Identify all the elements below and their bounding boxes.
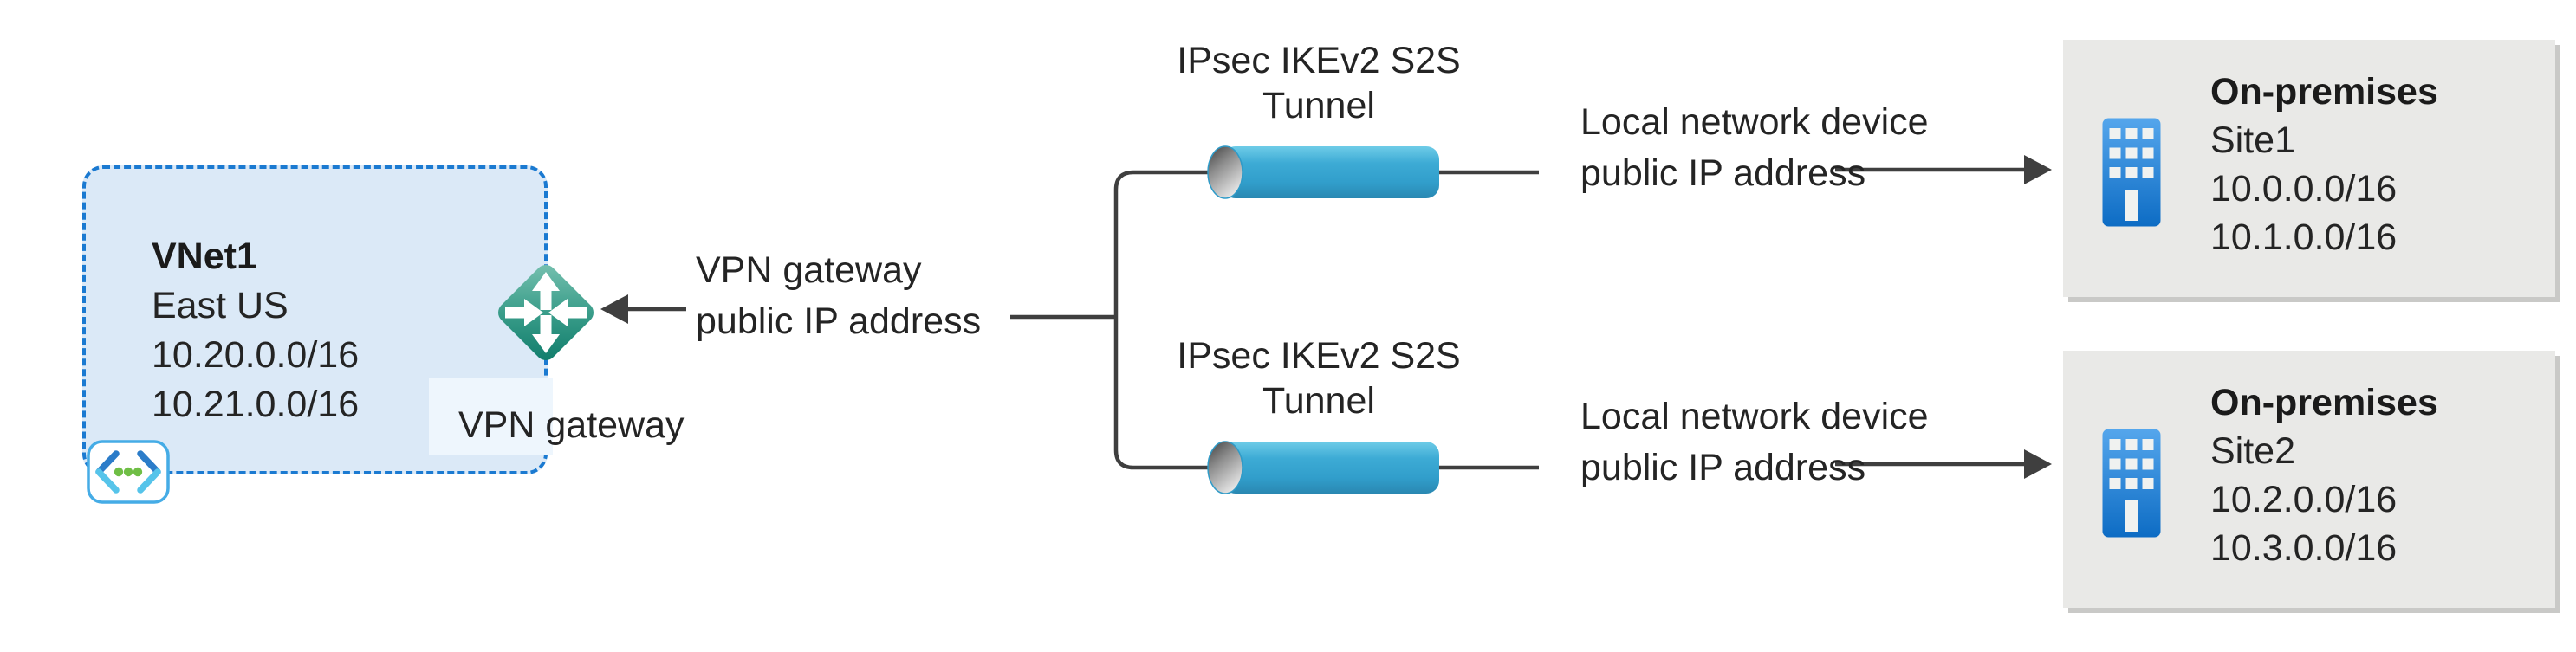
- vnet-prefix-2: 10.21.0.0/16: [152, 384, 360, 425]
- site1-title: On-premises: [2210, 71, 2438, 113]
- tunnel1-label: IPsec IKEv2 S2S Tunnel: [1137, 38, 1501, 128]
- site2-name: Site2: [2210, 430, 2296, 472]
- vpn-gateway-icon: [498, 265, 594, 360]
- vnet-name: VNet1: [152, 236, 257, 277]
- tunnel2-label: IPsec IKEv2 S2S Tunnel: [1137, 333, 1501, 423]
- vnet-prefix-1: 10.20.0.0/16: [152, 334, 360, 376]
- arrowhead-to-site1: [2024, 155, 2052, 184]
- site2-info: On-premises Site2 10.2.0.0/16 10.3.0.0/1…: [2210, 378, 2438, 572]
- tunnel2-pipe-icon: [1207, 441, 1439, 494]
- vnet-region: East US: [152, 285, 289, 326]
- gateway-annotation-line2: public IP address: [696, 300, 982, 342]
- site2-device-annotation-line1: Local network device: [1580, 396, 1929, 437]
- site2-prefix-2: 10.3.0.0/16: [2210, 527, 2398, 569]
- gateway-annotation-line1: VPN gateway: [696, 249, 922, 291]
- site1-prefix-1: 10.0.0.0/16: [2210, 168, 2398, 210]
- site2-building-icon: [2102, 429, 2161, 538]
- site1-building-icon: [2102, 118, 2161, 227]
- vnet-info: VNet1 East US 10.20.0.0/16 10.21.0.0/16: [152, 232, 359, 429]
- site2-prefix-1: 10.2.0.0/16: [2210, 479, 2398, 520]
- arrowhead-to-site2: [2024, 449, 2052, 479]
- site1-device-annotation-line1: Local network device: [1580, 101, 1929, 143]
- tunnel2-label-line1: IPsec IKEv2 S2S: [1177, 335, 1461, 377]
- gateway-public-ip-annotation: VPN gateway public IP address: [696, 245, 981, 347]
- site2-device-annotation: Local network device public IP address: [1580, 391, 1929, 494]
- site2-title: On-premises: [2210, 382, 2438, 423]
- arrowhead-to-gateway: [600, 294, 628, 324]
- site1-device-annotation: Local network device public IP address: [1580, 97, 1929, 199]
- site1-name: Site1: [2210, 119, 2296, 161]
- tunnel1-pipe-icon: [1207, 145, 1439, 199]
- site2-device-annotation-line2: public IP address: [1580, 447, 1866, 488]
- virtual-network-icon: [87, 440, 170, 504]
- site1-device-annotation-line2: public IP address: [1580, 152, 1866, 194]
- tunnel2-label-line2: Tunnel: [1262, 380, 1375, 422]
- site1-info: On-premises Site1 10.0.0.0/16 10.1.0.0/1…: [2210, 68, 2438, 261]
- site1-prefix-2: 10.1.0.0/16: [2210, 216, 2398, 258]
- tunnel1-label-line2: Tunnel: [1262, 85, 1375, 126]
- vpn-gateway-label: VPN gateway: [458, 404, 685, 446]
- vpn-gateway-label-background: [429, 378, 553, 455]
- tunnel1-label-line1: IPsec IKEv2 S2S: [1177, 40, 1461, 81]
